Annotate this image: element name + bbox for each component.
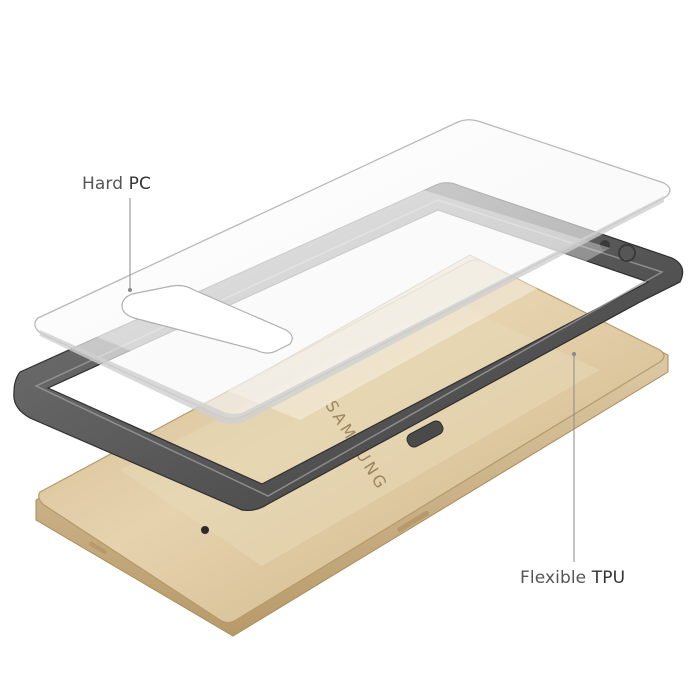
hard-pc-label-prefix: Hard bbox=[82, 174, 124, 194]
bumper-port-cutout bbox=[618, 244, 636, 262]
phone-side-button bbox=[397, 510, 430, 533]
hard-pc-label-emphasis: PC bbox=[128, 174, 151, 194]
flexible-tpu-label-prefix: Flexible bbox=[520, 568, 587, 588]
bumper-port-cutout bbox=[600, 240, 610, 250]
phone-side-button bbox=[89, 541, 107, 555]
hard-pc-leader-dot bbox=[128, 288, 132, 292]
bumper-button-cutout bbox=[406, 420, 444, 448]
flexible-tpu-label: Flexible TPU bbox=[520, 570, 625, 587]
camera-window-cutout bbox=[121, 284, 293, 354]
bumper-port-cutout bbox=[201, 526, 209, 534]
flexible-tpu-leader-dot bbox=[572, 352, 576, 356]
hard-pc-label: Hard PC bbox=[82, 176, 151, 193]
flexible-tpu-label-emphasis: TPU bbox=[591, 568, 626, 588]
